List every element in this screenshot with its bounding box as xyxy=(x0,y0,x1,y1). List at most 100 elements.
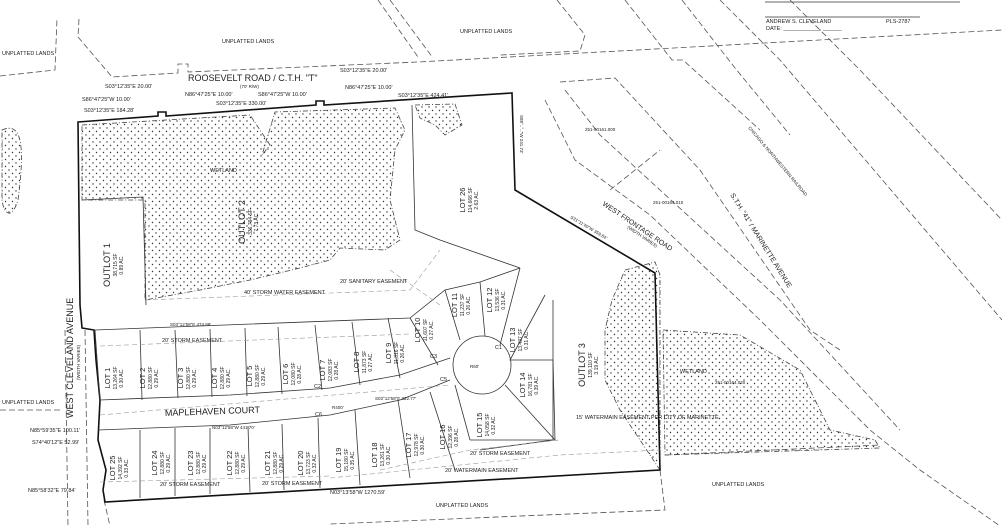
wetland-outlot-2 xyxy=(81,107,406,301)
easement-label: 20' STORM EASEMENT xyxy=(262,481,323,487)
wetland-lot-26 xyxy=(414,103,463,136)
bearing-label: S03°12'35"E 330.00' xyxy=(216,101,266,107)
curve-label: C6 xyxy=(315,412,322,418)
lot-name: LOT 17 xyxy=(404,433,413,458)
parcel-id: 251-00161.000 xyxy=(585,127,616,132)
lot-area-ac: 0.27 AC. xyxy=(368,352,374,371)
bearing-label: S03°12'35"E 20.00' xyxy=(340,68,387,74)
easement-label: 20' WATERMAIN EASEMENT xyxy=(445,468,519,474)
roosevelt-row-label: (70' R/W) xyxy=(240,84,259,89)
easement-label: 20' STORM EASEMENT xyxy=(162,338,223,344)
bearing-label: N86°47'25"E 10.00' xyxy=(185,92,233,98)
lot-area-sf: 12,080 SF xyxy=(291,362,297,385)
curve-label: C3 xyxy=(430,354,437,360)
bearing-label: N85°59'35"E 100.11' xyxy=(30,428,80,434)
bearing-label: S03°12'35"E 424.41' xyxy=(398,93,448,99)
lot-area-ac: 0.29 AC. xyxy=(202,453,208,472)
bearing-label: N85°58'32"E 79.84' xyxy=(28,488,76,494)
lot-name: LOT 7 xyxy=(318,360,327,381)
lot-area-ac: 0.29 AC. xyxy=(241,453,247,472)
lot-name: LOT 6 xyxy=(281,364,290,385)
lot-area-ac: 2.63 AC. xyxy=(474,190,480,209)
parcel-id: 251-00164.020 xyxy=(715,380,746,385)
lot-area-ac: 0.39 AC. xyxy=(534,375,540,394)
lot-area-sf: 114,666 SF xyxy=(468,187,474,212)
radius-label: R60' xyxy=(470,364,479,369)
lot-name: LOT 24 xyxy=(150,451,159,476)
lot-area-ac: 0.29 AC. xyxy=(261,366,267,385)
lot-name: LOT 16 xyxy=(438,425,447,450)
wetland-label: WETLAND xyxy=(680,369,707,375)
lot-area-sf: 12,880 SF xyxy=(255,364,261,387)
lot-name: LOT 21 xyxy=(263,451,272,476)
outlot-name: OUTLOT 2 xyxy=(237,200,247,244)
lot-area-ac: 0.29 AC. xyxy=(226,368,232,387)
lot-name: LOT 26 xyxy=(458,188,467,213)
lot-area-sf: 12,880 SF xyxy=(186,366,192,389)
lot-name: LOT 22 xyxy=(225,451,234,476)
curve-label: C2 xyxy=(314,384,321,390)
surveyor-license: PLS-2787 xyxy=(886,19,910,25)
easement-labels: 40' STORM WATER EASEMENT 20' SANITARY EA… xyxy=(160,279,719,488)
lot-area-sf: 12,880 SF xyxy=(220,366,226,389)
lot-name: LOT 23 xyxy=(186,451,195,476)
lot-area-sf: 11,873 SF xyxy=(362,351,368,374)
lot-name: LOT 8 xyxy=(352,352,361,373)
lot-area-sf: 13,723 SF xyxy=(306,451,312,474)
bearing-label: S03°12'35"E 20.00' xyxy=(105,84,152,90)
wetland-label: WETLAND xyxy=(210,168,237,174)
lot-area-ac: 0.30 AC. xyxy=(119,368,125,387)
wetland-outlot-3 xyxy=(604,261,661,472)
lot-area-sf: 11,237 SF xyxy=(460,294,466,317)
lot-area-sf: 12,880 SF xyxy=(196,451,202,474)
lot-name: LOT 20 xyxy=(296,451,305,476)
lot-area-ac: 0.30 AC. xyxy=(386,445,392,464)
lot-area-sf: 14,392 SF xyxy=(118,456,124,479)
lot-area-ac: 0.35 AC. xyxy=(350,450,356,469)
lot-area-sf: 11,607 SF xyxy=(423,319,429,342)
lot-area-ac: 0.30 AC. xyxy=(420,435,426,454)
unplatted-label: UNPLATTED LANDS xyxy=(712,482,764,488)
outlot-area-sf: 336,794 SF xyxy=(248,209,254,235)
west-cleveland-label: WEST CLEVELAND AVENUE xyxy=(65,298,75,418)
lot-area-ac: 0.29 AC. xyxy=(154,368,160,387)
lot-name: LOT 1 xyxy=(103,368,112,389)
bearing-label: S03°12'58"E 322.77' xyxy=(375,396,416,401)
outlot-area-sf: 139,110 SF xyxy=(588,352,594,377)
lot-area-sf: 12,396 SF xyxy=(448,425,454,448)
lot-area-ac: 0.31 AC. xyxy=(501,290,507,309)
lot-area-ac: 0.32 AC. xyxy=(491,415,497,434)
lot-area-sf: 13,536 SF xyxy=(495,288,501,311)
bearing-label: N03°12'58"W 441.70' xyxy=(212,425,255,430)
lot-area-ac: 0.28 AC. xyxy=(334,360,340,379)
west-cleveland-width: (WIDTH VARIES) xyxy=(76,344,81,380)
lot-area-sf: 12,880 SF xyxy=(160,451,166,474)
outlot-area-ac: 3.19 AC. xyxy=(594,355,600,374)
lot-area-ac: 0.32 AC. xyxy=(312,453,318,472)
lot-area-sf: 14,058 SF xyxy=(485,413,491,436)
parcel-id: 251-00164.010 xyxy=(653,200,684,205)
wetland-east xyxy=(662,329,881,456)
bearing-label: S86°47'25"W 10.00' xyxy=(258,92,307,98)
lot-name: LOT 15 xyxy=(475,413,484,438)
